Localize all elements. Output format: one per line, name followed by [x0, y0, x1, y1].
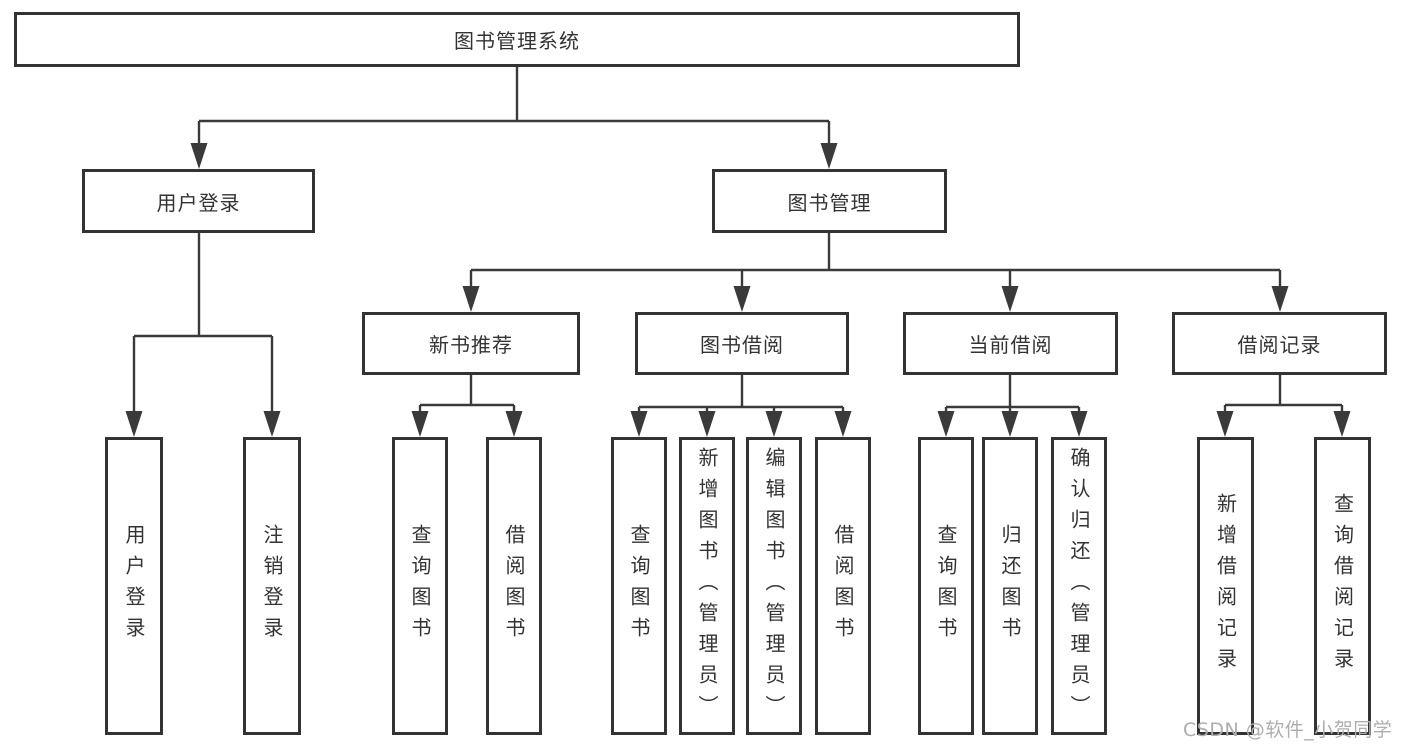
- arrow-down-icon: [190, 143, 208, 169]
- leaf-query-book-borrowing: 查询图书: [611, 437, 667, 735]
- arrow-down-icon: [462, 286, 480, 312]
- leaf-add-borrow-record: 新增借阅记录: [1197, 437, 1254, 735]
- node-label: 归还图书: [998, 524, 1022, 648]
- node-label: 图书管理: [787, 190, 872, 215]
- node-label: 用户登录: [156, 190, 241, 215]
- leaf-logout: 注销登录: [243, 437, 301, 735]
- node-label: 新增借阅记录: [1213, 493, 1238, 679]
- arrow-down-icon: [1001, 411, 1019, 437]
- node-label: 借阅图书: [502, 524, 526, 648]
- arrow-down-icon: [733, 286, 751, 312]
- arrowheads: [125, 143, 1351, 437]
- node-book-borrowing: 图书借阅: [635, 312, 849, 375]
- leaf-edit-book-admin: 编辑图书（管理员）: [746, 437, 802, 735]
- leaf-borrow-book-recommend: 借阅图书: [486, 437, 542, 735]
- leaf-query-book-recommend: 查询图书: [392, 437, 448, 735]
- arrow-down-icon: [411, 411, 429, 437]
- leaf-query-book-current: 查询图书: [918, 437, 974, 735]
- node-label: 查询图书: [408, 524, 432, 648]
- leaf-query-borrow-record: 查询借阅记录: [1314, 437, 1371, 735]
- node-label: 借阅图书: [831, 524, 855, 648]
- arrow-down-icon: [505, 411, 523, 437]
- arrow-down-icon: [698, 411, 716, 437]
- node-label: 编辑图书（管理员）: [762, 446, 786, 726]
- arrow-down-icon: [765, 411, 783, 437]
- node-label: 新增图书（管理员）: [695, 446, 719, 726]
- node-book-management: 图书管理: [712, 169, 947, 233]
- node-label: 确认归还（管理员）: [1067, 446, 1091, 726]
- leaf-borrow-book: 借阅图书: [815, 437, 871, 735]
- leaf-add-book-admin: 新增图书（管理员）: [679, 437, 735, 735]
- arrow-down-icon: [630, 411, 648, 437]
- node-label: 图书管理系统: [454, 29, 580, 53]
- node-label: 当前借阅: [968, 333, 1053, 357]
- node-label: 借阅记录: [1237, 333, 1322, 357]
- leaf-return-book: 归还图书: [982, 437, 1038, 735]
- node-label: 查询借阅记录: [1330, 493, 1355, 679]
- node-label: 新书推荐: [429, 333, 513, 357]
- watermark: CSDN @软件_小贺同学: [1183, 719, 1393, 741]
- arrow-down-icon: [834, 411, 852, 437]
- arrow-down-icon: [1070, 411, 1088, 437]
- arrow-down-icon: [1333, 411, 1351, 437]
- leaf-confirm-return-admin: 确认归还（管理员）: [1051, 437, 1107, 735]
- node-label: 图书借阅: [700, 333, 784, 357]
- arrow-down-icon: [1001, 286, 1019, 312]
- arrow-down-icon: [263, 411, 281, 437]
- arrow-down-icon: [125, 411, 143, 437]
- arrow-down-icon: [937, 411, 955, 437]
- node-system-root: 图书管理系统: [14, 12, 1020, 67]
- node-label: 查询图书: [627, 524, 651, 648]
- node-current-borrowing: 当前借阅: [903, 312, 1118, 375]
- leaf-user-login: 用户登录: [105, 437, 163, 735]
- node-borrowing-records: 借阅记录: [1172, 312, 1387, 375]
- arrow-down-icon: [1271, 286, 1289, 312]
- node-user-login: 用户登录: [82, 169, 315, 233]
- arrow-down-icon: [1216, 411, 1234, 437]
- node-label: 注销登录: [260, 524, 284, 648]
- node-label: 查询图书: [934, 524, 958, 648]
- arrow-down-icon: [820, 143, 838, 169]
- node-new-book-recommend: 新书推荐: [362, 312, 580, 375]
- node-label: 用户登录: [122, 524, 146, 648]
